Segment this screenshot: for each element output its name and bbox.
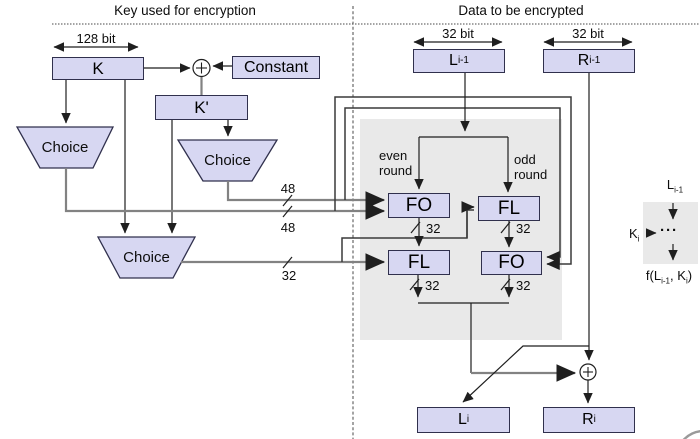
r-out-base: R bbox=[582, 411, 594, 428]
k-box-label: K bbox=[92, 58, 104, 78]
mini-output-p2: , K bbox=[670, 268, 686, 283]
mini-input-sub: i-1 bbox=[674, 185, 684, 195]
mini-key-base: K bbox=[629, 226, 638, 241]
mini-input-base: L bbox=[666, 177, 675, 192]
bus-48-upper bbox=[226, 181, 386, 209]
choice1-trapezoid bbox=[15, 126, 115, 169]
bus-48-lower-label: 48 bbox=[280, 220, 296, 235]
r-width-label: 32 bit bbox=[572, 26, 604, 41]
choice3-label: Choice bbox=[123, 249, 170, 266]
wire-r-to-lout bbox=[463, 345, 589, 402]
mini-key-label: Ki bbox=[629, 226, 649, 244]
fo-bottom-label: FO bbox=[498, 252, 525, 273]
mini-dots: ··· bbox=[660, 222, 678, 239]
fo-top-box: FO bbox=[388, 193, 450, 218]
choice3-trapezoid bbox=[96, 236, 197, 279]
fl-bottom-box: FL bbox=[388, 250, 450, 275]
right-section-title: Data to be encrypted bbox=[458, 3, 584, 18]
fl-bottom-label: FL bbox=[407, 251, 431, 273]
bus-32-key-label: 32 bbox=[281, 268, 297, 283]
even-round-label: even round bbox=[379, 148, 413, 179]
slash-48-upper bbox=[282, 194, 293, 207]
w-fo-bottom-label: 32 bbox=[516, 278, 531, 293]
r-prev-base: R bbox=[577, 52, 590, 69]
choice2-label: Choice bbox=[204, 152, 251, 169]
mini-output-label: f(Li-1, Ki) bbox=[628, 268, 700, 286]
fl-top-box: FL bbox=[478, 196, 540, 221]
kprime-box-label: K' bbox=[194, 97, 209, 117]
l-width-label: 32 bit bbox=[442, 26, 474, 41]
left-section-title: Key used for encryption bbox=[114, 3, 256, 18]
bus-48-lower bbox=[64, 168, 386, 220]
loop-outer-48 bbox=[334, 96, 572, 270]
fo-bottom-box: FO bbox=[481, 251, 542, 275]
w-fo-top-label: 32 bbox=[426, 221, 441, 236]
odd-round-label: odd round bbox=[514, 152, 548, 183]
slash-32-key bbox=[282, 256, 293, 269]
fl-top-label: FL bbox=[497, 197, 521, 219]
k-width-label: 128 bit bbox=[76, 31, 116, 46]
constant-box-label: Constant bbox=[243, 58, 309, 76]
mini-output-s2: i bbox=[685, 276, 688, 286]
loop-inner-48 bbox=[344, 107, 561, 263]
kprime-box: K' bbox=[155, 95, 248, 120]
slash-48-lower bbox=[282, 205, 293, 218]
mini-output-p3: ) bbox=[687, 268, 693, 283]
w-fl-top-label: 32 bbox=[516, 221, 531, 236]
mini-input-label: Li-1 bbox=[655, 177, 695, 195]
choice1-label: Choice bbox=[41, 139, 89, 156]
constant-box: Constant bbox=[232, 56, 320, 79]
w-fl-bottom-label: 32 bbox=[425, 278, 440, 293]
l-out-base: L bbox=[457, 411, 467, 428]
bus-48-upper-label: 48 bbox=[280, 181, 296, 196]
corner-arc bbox=[682, 430, 700, 439]
wire-r-to-lout-arrow bbox=[462, 391, 474, 403]
l-prev-base: L bbox=[449, 52, 458, 69]
mini-key-sub: i bbox=[637, 234, 640, 244]
mini-output-s1: i-1 bbox=[661, 276, 671, 286]
mini-output-p1: f(L bbox=[645, 268, 662, 283]
choice2-trapezoid bbox=[176, 139, 279, 182]
k-box: K bbox=[52, 57, 144, 80]
fo-top-label: FO bbox=[405, 194, 433, 216]
